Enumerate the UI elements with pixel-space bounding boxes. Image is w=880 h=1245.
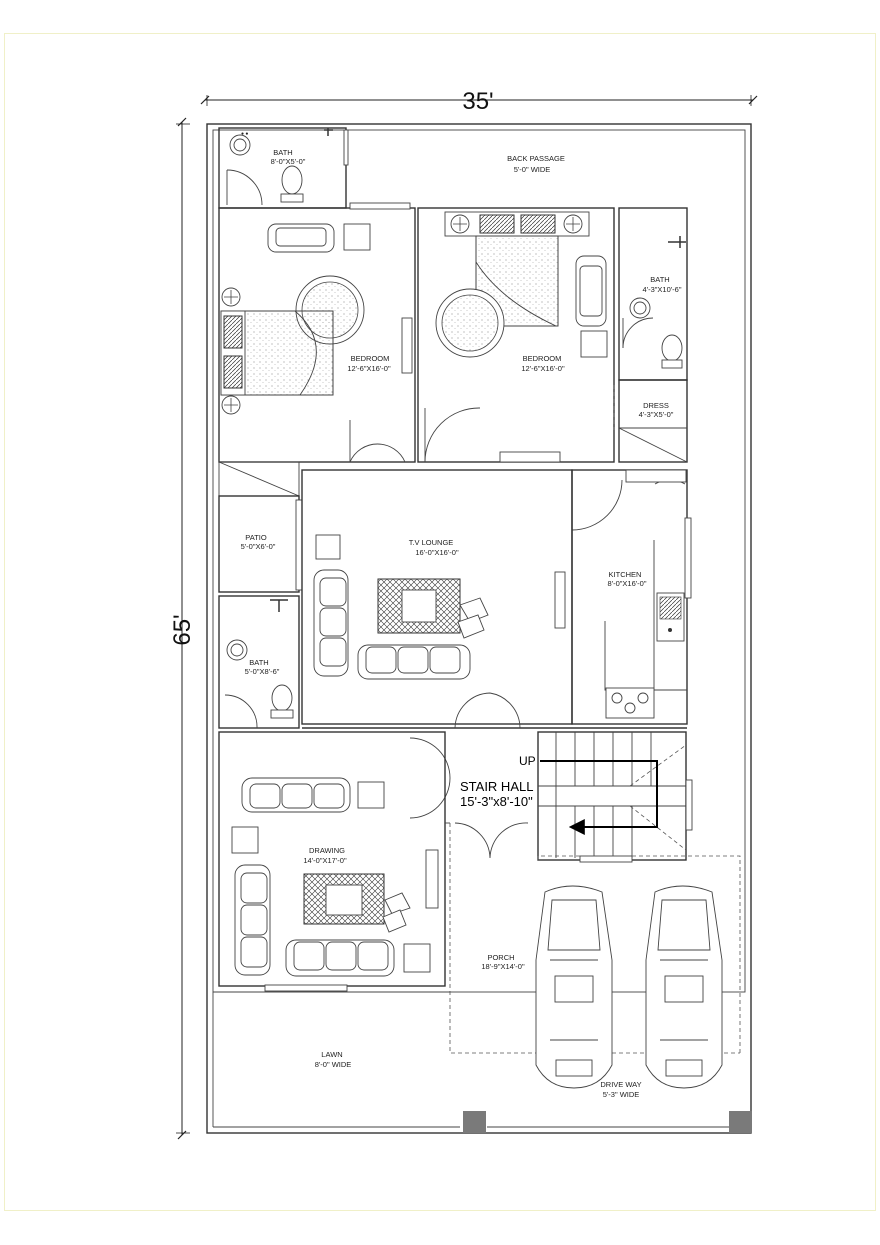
kitchen: KITCHEN 8'-0"X16'-0" bbox=[571, 469, 692, 725]
tv-lounge-size: 16'-0"X16'-0" bbox=[415, 548, 459, 557]
drive-way: DRIVE WAY 5'-3" WIDE bbox=[600, 1080, 641, 1099]
bath-right: BATH 4'-3"X10'-6" bbox=[618, 207, 688, 381]
drawing-size: 14'-0"X17'-0" bbox=[303, 856, 347, 865]
bedroom-right-size: 12'-6"X16'-0" bbox=[521, 364, 565, 373]
kitchen-name: KITCHEN bbox=[609, 570, 642, 579]
pillar bbox=[729, 1111, 752, 1133]
bedroom-left-size: 12'-6"X16'-0" bbox=[347, 364, 391, 373]
plot-boundary bbox=[206, 123, 752, 1134]
depth-dimension: 65' bbox=[169, 117, 196, 1140]
bedroom-right-name: BEDROOM bbox=[523, 354, 562, 363]
stair-treads bbox=[538, 732, 687, 858]
bath-right-name: BATH bbox=[650, 275, 669, 284]
width-dimension: 35' bbox=[200, 88, 758, 115]
car-left bbox=[535, 885, 613, 1089]
bedroom-left: BEDROOM 12'-6"X16'-0" bbox=[218, 202, 416, 497]
bath-top-left-name: BATH bbox=[273, 148, 292, 157]
stair-arrow bbox=[540, 760, 658, 835]
svg-text:● ●: ● ● bbox=[241, 131, 248, 137]
bedroom-left-name: BEDROOM bbox=[351, 354, 390, 363]
bath-left-size: 5'-0"X8'-6" bbox=[245, 667, 280, 676]
depth-label: 65' bbox=[169, 614, 196, 645]
car-right bbox=[645, 885, 723, 1089]
pillar bbox=[463, 1111, 486, 1133]
drive-way-size: 5'-3" WIDE bbox=[603, 1090, 640, 1099]
page-frame bbox=[4, 33, 876, 1211]
stair-up-label: UP bbox=[519, 754, 536, 768]
porch-name: PORCH bbox=[487, 953, 514, 962]
bath-top-left-size: 8'-0"X5'-0" bbox=[271, 157, 306, 166]
bath-right-size: 4'-3"X10'-6" bbox=[642, 285, 681, 294]
lawn-name: LAWN bbox=[321, 1050, 342, 1059]
lawn-size: 8'-0" WIDE bbox=[315, 1060, 352, 1069]
patio: PATIO 5'-0"X6'-0" bbox=[218, 495, 303, 593]
back-passage-size: 5'-0" WIDE bbox=[514, 165, 551, 174]
drawing-name: DRAWING bbox=[309, 846, 345, 855]
back-passage-name: BACK PASSAGE bbox=[507, 154, 565, 163]
stair-hall-name: STAIR HALL bbox=[460, 779, 533, 794]
kitchen-size: 8'-0"X16'-0" bbox=[607, 579, 646, 588]
dress: DRESS 4'-3"X5'-0" bbox=[613, 379, 688, 485]
width-label: 35' bbox=[462, 88, 493, 115]
lawn: LAWN 8'-0" WIDE bbox=[213, 991, 450, 1069]
bath-top-left: ● ● BATH 8'-0"X5'-0" bbox=[218, 127, 349, 209]
drive-way-name: DRIVE WAY bbox=[600, 1080, 641, 1089]
porch: PORCH 18'-9"X14'-0" bbox=[449, 823, 741, 1054]
drawing: DRAWING 14'-0"X17'-0" bbox=[218, 731, 450, 992]
bedroom-right: BEDROOM 12'-6"X16'-0" bbox=[417, 207, 615, 463]
bath-left: BATH 5'-0"X8'-6" bbox=[218, 595, 300, 729]
dress-name: DRESS bbox=[643, 401, 669, 410]
dress-size: 4'-3"X5'-0" bbox=[639, 410, 674, 419]
stair-hall-size: 15'-3"x8'-10" bbox=[460, 794, 533, 809]
porch-size: 18'-9"X14'-0" bbox=[481, 962, 525, 971]
tv-lounge-name: T.V LOUNGE bbox=[409, 538, 454, 547]
tv-lounge: T.V LOUNGE 16'-0"X16'-0" bbox=[301, 469, 623, 725]
patio-name: PATIO bbox=[245, 533, 267, 542]
stair-hall: UP STAIR HALL 15'-3"x8'-10" bbox=[302, 692, 693, 863]
patio-size: 5'-0"X6'-0" bbox=[241, 542, 276, 551]
bath-left-name: BATH bbox=[249, 658, 268, 667]
back-passage: BACK PASSAGE 5'-0" WIDE bbox=[507, 154, 565, 174]
